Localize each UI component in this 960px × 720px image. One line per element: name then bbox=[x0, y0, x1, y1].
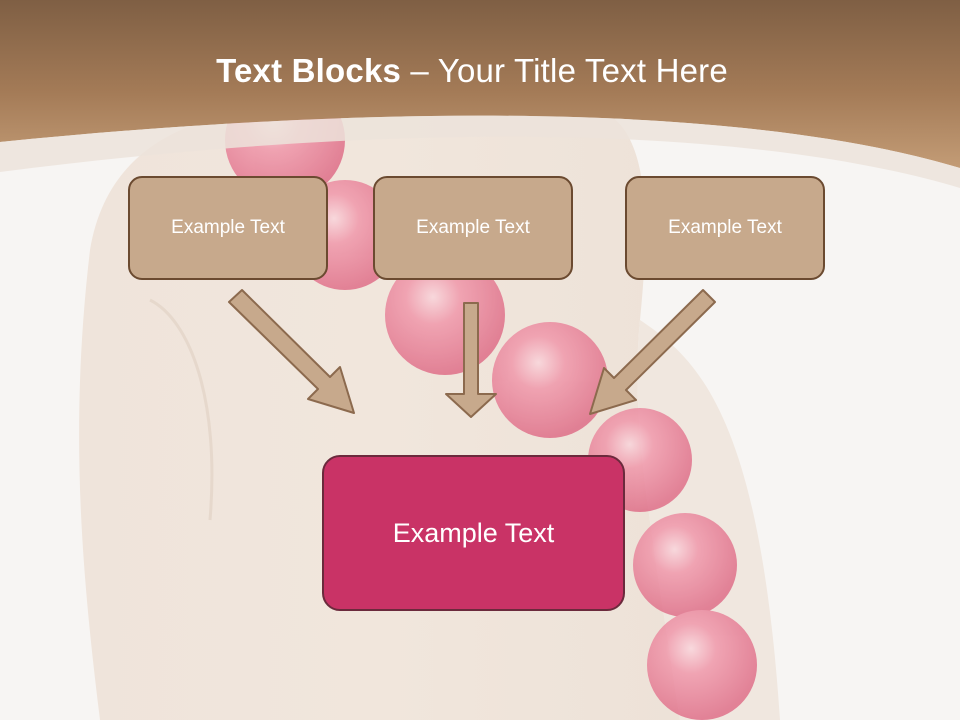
arrow-center-icon bbox=[445, 302, 497, 418]
page-title: Text Blocks – Your Title Text Here bbox=[0, 52, 944, 90]
text-block-right-label: Example Text bbox=[668, 217, 782, 238]
text-block-main: Example Text bbox=[322, 455, 625, 611]
header-band bbox=[0, 0, 960, 168]
text-block-main-label: Example Text bbox=[392, 517, 555, 548]
bead-strand bbox=[225, 80, 757, 720]
text-block-center: Example Text bbox=[373, 176, 573, 280]
text-block-center-label: Example Text bbox=[416, 217, 530, 238]
text-block-left: Example Text bbox=[128, 176, 328, 280]
arrow-left-icon bbox=[228, 289, 355, 414]
header-swoosh bbox=[0, 115, 960, 188]
title-rest: – Your Title Text Here bbox=[401, 52, 728, 89]
arrow-right-icon bbox=[589, 289, 716, 415]
text-block-left-label: Example Text bbox=[171, 217, 285, 238]
title-bold: Text Blocks bbox=[216, 52, 402, 89]
text-block-right: Example Text bbox=[625, 176, 825, 280]
